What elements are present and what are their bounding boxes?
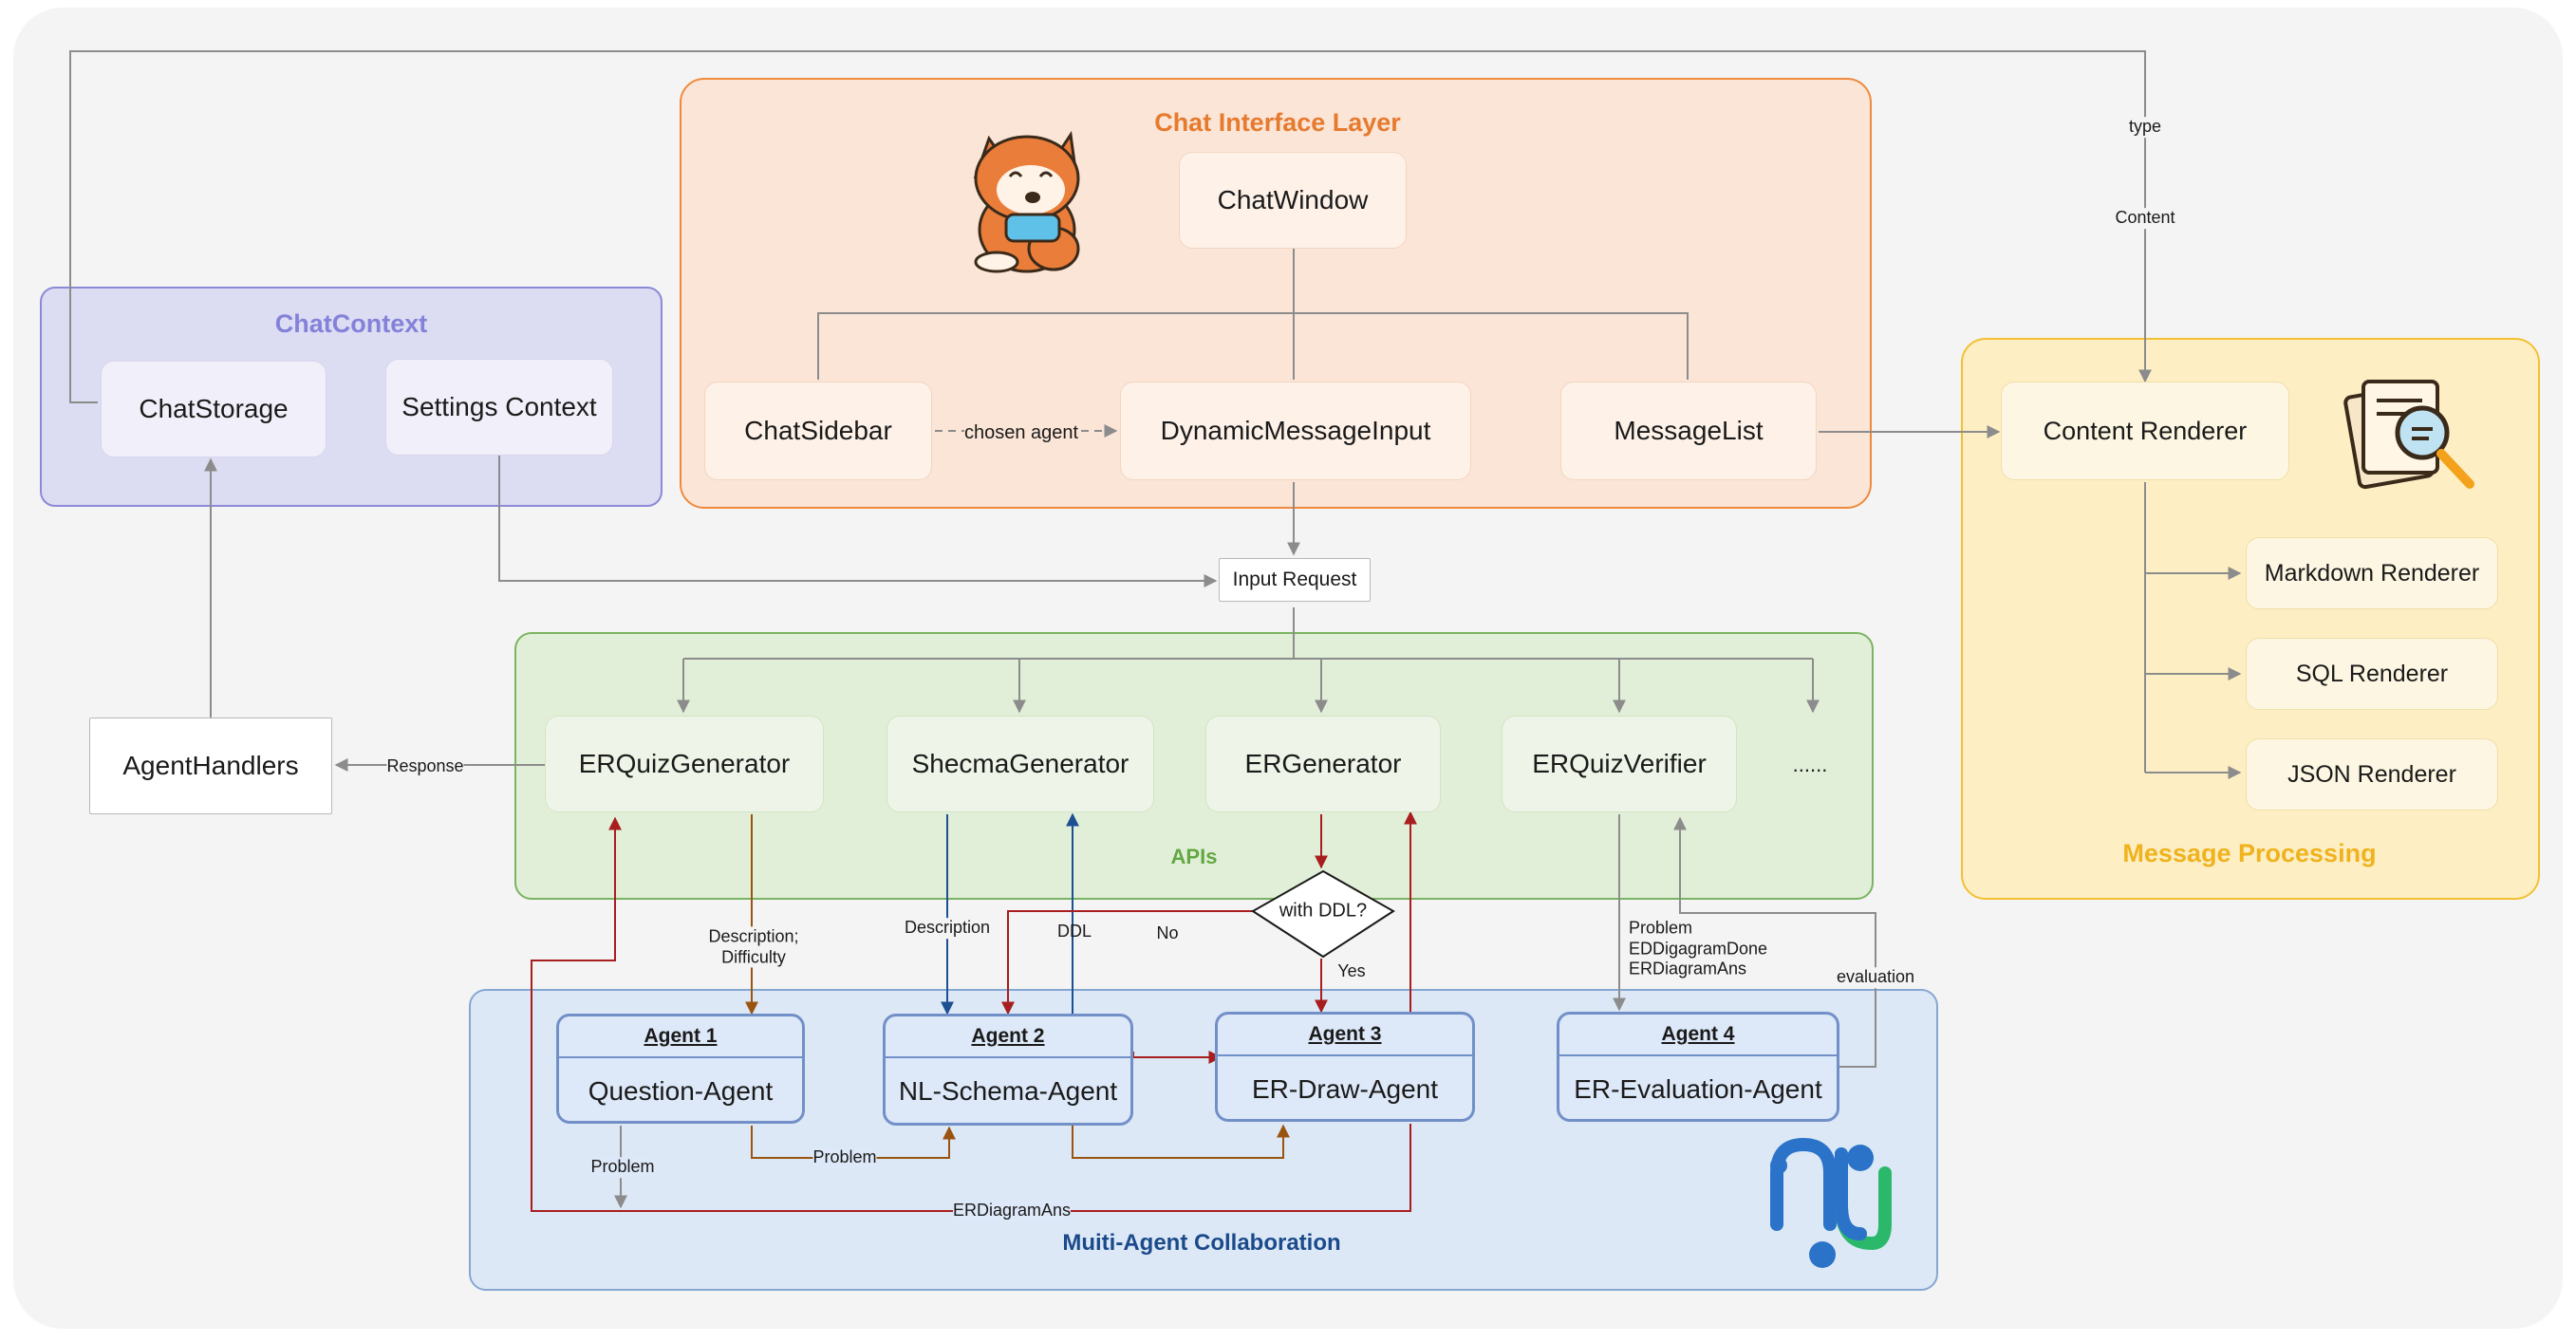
json-renderer-node: JSON Renderer <box>2246 738 2498 811</box>
schema-generator-node: ShecmaGenerator <box>887 716 1154 812</box>
edge-storage-to-content-renderer <box>69 50 2152 403</box>
agent-2-name: NL-Schema-Agent <box>898 1076 1118 1106</box>
fox-mascot-icon <box>973 130 1080 273</box>
chat-context-layer-title: ChatContext <box>274 309 428 338</box>
edge-label-verifier-input-line3: ERDiagramAns <box>1629 959 1747 979</box>
edge-label-chosen-agent: chosen agent <box>963 421 1079 444</box>
edge-label-verifier-input-line2: EDDigagramDone <box>1629 939 1768 959</box>
edge-label-description-difficulty-line1: Description; <box>708 926 799 946</box>
er-quiz-generator-node: ERQuizGenerator <box>545 716 824 812</box>
edge-label-er-diagram-ans: ERDiagramAns <box>952 1201 1072 1221</box>
edge-label-no: No <box>1156 923 1179 943</box>
edge-label-description-difficulty-line2: Difficulty <box>721 947 786 966</box>
more-apis-placeholder: ...... <box>1792 753 1828 776</box>
message-processing-layer-title: Message Processing <box>2122 839 2377 867</box>
agent-1-header: Agent 1 <box>559 1016 802 1058</box>
decision-diamond <box>1251 869 1395 959</box>
edge-label-problem-agent1: Problem <box>590 1157 655 1178</box>
agent-handlers-node: AgentHandlers <box>89 718 332 814</box>
settings-context-node: Settings Context <box>385 359 613 456</box>
apis-layer-title: APIs <box>1170 845 1218 868</box>
agent-card-4: Agent 4 ER-Evaluation-Agent <box>1557 1012 1839 1122</box>
chat-storage-node: ChatStorage <box>101 361 327 457</box>
edge-decision-no <box>1001 910 1255 1016</box>
input-request-node: Input Request <box>1219 558 1371 602</box>
message-list-node: MessageList <box>1560 382 1817 480</box>
content-renderer-node: Content Renderer <box>2001 382 2289 480</box>
agent-3-header: Agent 3 <box>1218 1015 1472 1056</box>
edge-label-ddl: DDL <box>1056 922 1092 941</box>
edge-agent4-evaluation <box>1673 816 1876 1068</box>
edge-label-content: Content <box>2115 208 2175 229</box>
markdown-renderer-node: Markdown Renderer <box>2246 537 2498 609</box>
edge-label-type: type <box>2128 117 2162 138</box>
edge-chatwindow-branch <box>817 312 1689 380</box>
edge-settings-to-request <box>498 456 1218 587</box>
decision-label: with DDL? <box>1279 900 1368 922</box>
document-search-icon <box>2343 380 2474 490</box>
agent-4-header: Agent 4 <box>1559 1015 1837 1056</box>
edge-agent3-to-quizgen <box>531 816 1411 1212</box>
chat-interface-layer-title: Chat Interface Layer <box>1154 108 1401 137</box>
agent-card-1: Agent 1 Question-Agent <box>556 1014 805 1124</box>
chat-sidebar-node: ChatSidebar <box>704 382 932 480</box>
agent-4-name: ER-Evaluation-Agent <box>1574 1074 1822 1104</box>
agent-card-2: Agent 2 NL-Schema-Agent <box>883 1014 1133 1126</box>
chat-window-node: ChatWindow <box>1179 152 1407 249</box>
edge-label-verifier-input: Problem EDDigagramDone ERDiagramAns <box>1629 919 1767 980</box>
sql-renderer-node: SQL Renderer <box>2246 638 2498 710</box>
agent-1-name: Question-Agent <box>588 1076 774 1106</box>
edge-agent2-to-agent3-red <box>1132 1051 1223 1064</box>
agent-card-3: Agent 3 ER-Draw-Agent <box>1215 1012 1475 1122</box>
edge-label-verifier-input-line1: Problem <box>1629 918 1693 938</box>
er-generator-node: ERGenerator <box>1205 716 1441 812</box>
multi-agent-layer-title: Muiti-Agent Collaboration <box>1062 1230 1341 1256</box>
edge-label-description-difficulty: Description; Difficulty <box>708 926 799 968</box>
edge-label-yes: Yes <box>1337 961 1366 981</box>
dynamic-message-input-node: DynamicMessageInput <box>1120 382 1471 480</box>
agent-2-header: Agent 2 <box>886 1016 1130 1058</box>
edge-label-response: Response <box>386 756 464 777</box>
edge-label-evaluation: evaluation <box>1836 967 1915 988</box>
er-quiz-verifier-node: ERQuizVerifier <box>1502 716 1737 812</box>
edge-agent2-to-agent3 <box>1072 1124 1290 1159</box>
edge-label-problem-agent2: Problem <box>812 1147 877 1168</box>
agent-3-name: ER-Draw-Agent <box>1251 1074 1439 1104</box>
edge-label-description: Description <box>904 918 991 939</box>
